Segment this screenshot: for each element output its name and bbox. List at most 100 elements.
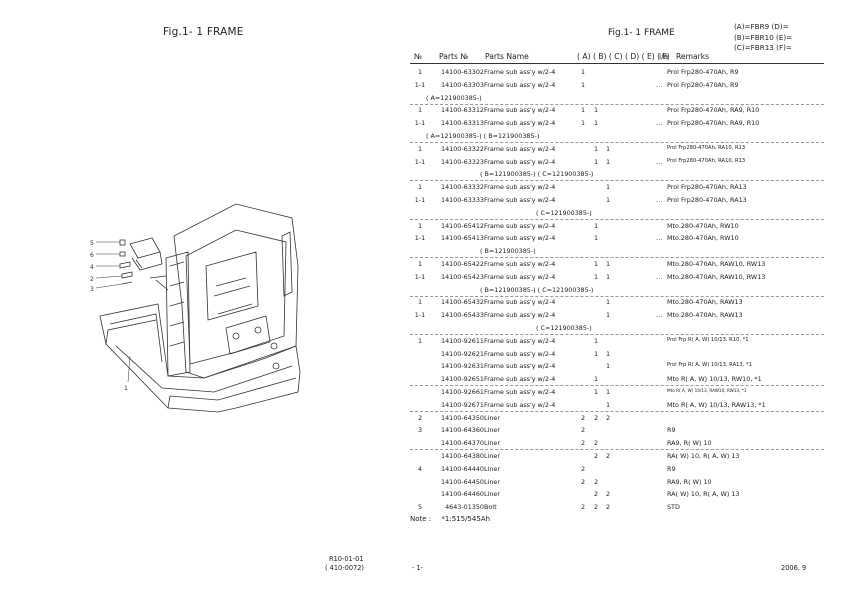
part-name: Liner — [484, 490, 500, 499]
part-name: Frame sub ass'y w/2-4 — [484, 106, 556, 115]
qty-a: 1 — [580, 119, 586, 128]
serial-note: ( C=121900385-) — [536, 324, 592, 332]
qty-a: 2 — [580, 439, 586, 448]
item-no: 1 — [417, 298, 423, 307]
part-name: Frame sub ass'y w/2-4 — [484, 349, 556, 358]
part-name: Frame sub ass'y w/2-4 — [484, 400, 556, 409]
remarks: RA( W) 10, R( A, W) 13 — [667, 490, 740, 499]
remarks: Mto R( A, W) 10/13, RAW10, RW13, *1 — [667, 388, 747, 393]
header-model-columns: ( A) ( B) ( C) ( D) ( E) ( F) — [577, 52, 670, 61]
part-name: Frame sub ass'y w/2-4 — [484, 144, 556, 153]
remarks: R9 — [667, 426, 676, 435]
serial-note: ( B=121900385-) — [480, 247, 536, 256]
qty-b: 1 — [593, 375, 599, 384]
remarks: Mto R( A, W) 10/13, RAW13, *1 — [667, 400, 766, 409]
qty-b: 1 — [593, 260, 599, 268]
qty-c: 1 — [605, 362, 611, 371]
item-no: 1-1 — [414, 157, 426, 166]
part-name: Liner — [484, 439, 500, 448]
part-name: Liner — [484, 413, 500, 422]
remarks: Mto.280-470Ah, RAW13 — [667, 298, 743, 307]
table-note-row: ( A=121900385-) — [410, 91, 824, 105]
qty-c: 2 — [605, 503, 611, 512]
qty-b: 2 — [593, 477, 599, 486]
part-name: Frame sub ass'y w/2-4 — [484, 375, 556, 384]
qty-c: 1 — [605, 196, 611, 204]
item-no: 1-1 — [414, 311, 426, 320]
item-no: 3 — [417, 426, 423, 435]
part-number: 14100-92631 — [441, 362, 484, 371]
part-name: Liner — [484, 452, 500, 460]
legend-line-b: (B)=FBR10 (E)= — [734, 32, 793, 42]
part-name: Frame sub ass'y w/2-4 — [484, 234, 556, 243]
remarks: Prol Frp280-470Ah, R9 — [667, 68, 739, 76]
part-name: Frame sub ass'y w/2-4 — [484, 311, 556, 320]
part-number: 14100-64460 — [441, 490, 484, 499]
part-name: Liner — [484, 464, 500, 473]
part-number: 4643-01350 — [445, 503, 484, 512]
qty-b: 1 — [593, 234, 599, 243]
part-name: Frame sub ass'y w/2-4 — [484, 298, 556, 307]
remarks: RA9, R( W) 10 — [667, 477, 712, 486]
qty-b: 1 — [593, 349, 599, 358]
part-name: Liner — [484, 426, 500, 435]
interchange-mark: … — [656, 311, 663, 320]
part-name: Frame sub ass'y w/2-4 — [484, 80, 556, 89]
interchange-mark: … — [656, 119, 663, 128]
part-number: 14100-64350 — [441, 413, 484, 422]
part-name: Frame sub ass'y w/2-4 — [484, 196, 556, 204]
qty-c: 1 — [605, 144, 611, 153]
qty-b: 1 — [593, 336, 599, 345]
item-no: 1-1 — [414, 119, 426, 128]
qty-c: 1 — [605, 157, 611, 166]
part-number: 14100-92661 — [441, 388, 484, 396]
remarks: Mto R( A, W) 10/13, RW10, *1 — [667, 375, 762, 384]
part-name: Frame sub ass'y w/2-4 — [484, 272, 556, 281]
header-part-no: Parts № — [439, 52, 469, 61]
qty-b: 2 — [593, 413, 599, 422]
item-no: 1-1 — [414, 80, 426, 89]
qty-c: 1 — [605, 183, 611, 192]
part-number: 14100-65433 — [441, 311, 484, 320]
part-number: 14100-65412 — [441, 221, 484, 230]
left-figure-title: Fig.1- 1 FRAME — [163, 26, 244, 38]
part-number: 14100-64370 — [441, 439, 484, 448]
remarks: Prol Frp280-470Ah, RA10, R13 — [667, 144, 746, 151]
header-ia: i/a — [659, 52, 669, 61]
qty-a: 2 — [580, 503, 586, 512]
qty-b: 1 — [593, 106, 599, 115]
table-note-row: ( B=121900385-) ( C=121900385-) — [410, 167, 824, 182]
interchange-mark: … — [656, 272, 663, 281]
interchange-mark: … — [656, 157, 663, 166]
table-note-row: ( B=121900385-) ( C=121900385-) — [410, 283, 824, 297]
frame-exploded-illustration: 5 6 4 2 3 1 — [90, 203, 301, 413]
item-no: 5 — [417, 503, 423, 512]
model-legend: (A)=FBR9 (D)= (B)=FBR10 (E)= (C)=FBR13 (… — [734, 22, 792, 54]
qty-c: 1 — [605, 388, 611, 396]
part-name: Frame sub ass'y w/2-4 — [484, 336, 556, 345]
qty-a: 2 — [580, 477, 586, 486]
item-no: 1 — [417, 144, 423, 153]
part-name: Frame sub ass'y w/2-4 — [484, 157, 556, 166]
part-name: Frame sub ass'y w/2-4 — [484, 221, 556, 230]
remarks: Mto.280-470Ah, RAW13 — [667, 311, 743, 320]
qty-a: 2 — [580, 464, 586, 473]
item-no: 1 — [417, 106, 423, 115]
remarks: Mto.280-470Ah, RW10 — [667, 221, 739, 230]
item-no: 1-1 — [414, 272, 426, 281]
